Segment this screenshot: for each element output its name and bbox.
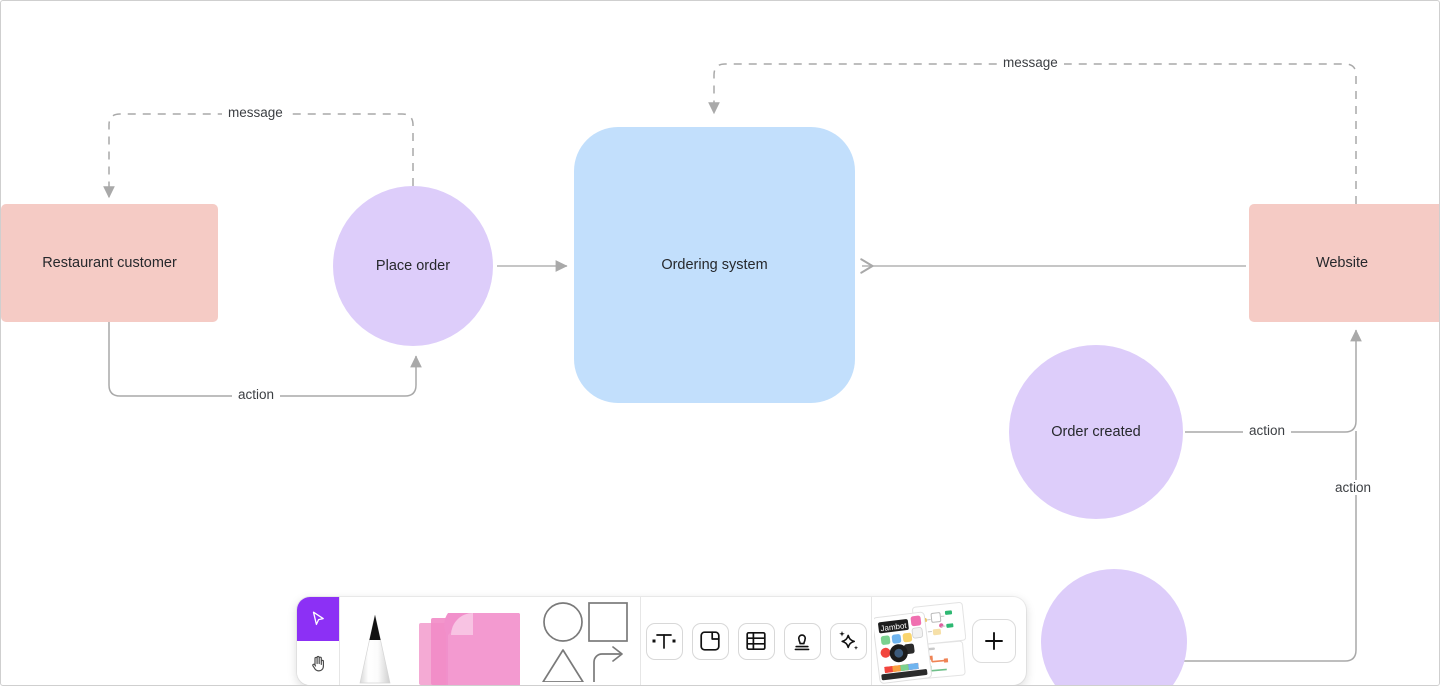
sticky-notes-tool-button[interactable] — [410, 597, 530, 685]
edge-label-action-3: action — [1329, 480, 1378, 495]
node-order-created[interactable]: Order created — [1009, 345, 1183, 519]
cursor-arrow-icon — [312, 611, 324, 626]
select-tool-button[interactable] — [297, 597, 339, 641]
edge-message-place-order-to-customer — [103, 113, 414, 199]
node-partial-circle[interactable] — [1041, 569, 1187, 685]
pointer-tools-group — [297, 597, 339, 685]
stamp-tool-frame — [783, 622, 821, 660]
toolbar-divider-2 — [640, 597, 641, 685]
text-tool-frame — [645, 622, 683, 660]
stamp-tool-button[interactable] — [779, 597, 825, 685]
node-website[interactable]: Website — [1249, 204, 1439, 322]
hand-tool-button[interactable] — [297, 641, 339, 685]
node-label: Website — [1315, 254, 1369, 271]
edge-label-action-1: action — [232, 387, 281, 402]
shapes-icon — [542, 602, 628, 682]
table-icon — [746, 631, 766, 651]
edge-action-lower-to-website — [1181, 431, 1357, 662]
sparkle-icon — [839, 631, 859, 650]
magic-tool-frame — [829, 622, 867, 660]
node-ordering-system[interactable]: Ordering system — [574, 127, 855, 403]
sticky-notes-icon — [419, 613, 520, 685]
plus-icon — [985, 632, 1003, 650]
gallery-card-label: Jambot — [880, 621, 908, 633]
stamp-icon — [794, 634, 810, 651]
pen-tool-button[interactable] — [340, 597, 410, 685]
node-label: Place order — [375, 257, 451, 274]
frame-icon — [700, 631, 720, 651]
node-restaurant-customer[interactable]: Restaurant customer — [1, 204, 218, 322]
pen-icon — [359, 614, 391, 684]
node-label: Restaurant customer — [42, 254, 177, 271]
shapes-tool-button[interactable] — [530, 597, 640, 685]
text-icon — [652, 634, 676, 649]
frame-tool-frame — [691, 622, 729, 660]
hand-icon — [311, 655, 324, 671]
edge-action-order-created-to-website — [1185, 329, 1362, 433]
table-tool-frame — [737, 622, 775, 660]
node-label: Ordering system — [661, 256, 768, 273]
text-tool-button[interactable] — [641, 597, 687, 685]
node-label: Order created — [1051, 423, 1141, 440]
magic-tool-button[interactable] — [825, 597, 871, 685]
frame-tool-button[interactable] — [687, 597, 733, 685]
widgets-group: Jambot — [872, 597, 1026, 685]
toolbar-divider — [339, 597, 340, 685]
creation-toolbar[interactable]: Jambot — [297, 597, 1026, 685]
edge-label-message-2: message — [997, 55, 1064, 70]
edge-label-action-2: action — [1243, 423, 1292, 438]
add-widget-button[interactable] — [972, 619, 1016, 663]
widget-gallery-button[interactable]: Jambot — [874, 597, 966, 685]
edge-label-message-1: message — [222, 105, 289, 120]
node-place-order[interactable]: Place order — [333, 186, 493, 346]
widget-gallery-icon: Jambot — [874, 601, 966, 684]
table-tool-button[interactable] — [733, 597, 779, 685]
toolbar-divider-3 — [871, 597, 872, 685]
